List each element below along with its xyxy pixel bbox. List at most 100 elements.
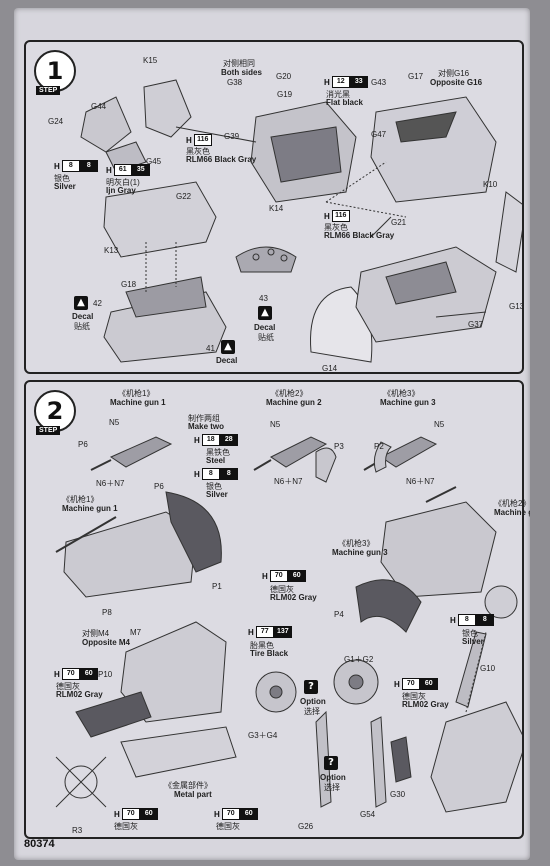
part-label: G22 [176,192,192,201]
part-label: G44 [91,102,107,111]
part-label: K13 [104,246,119,255]
color-name-en: RLM66 Black Gray [324,231,395,240]
color-name-en: RLM02 Gray [270,593,317,602]
part-label: G17 [408,72,424,81]
page-number: 80374 [24,838,55,850]
question-icon: ? [304,680,318,694]
color-name-en: RLM02 Gray [402,700,449,709]
color-name-cn: 黑灰色 [186,147,210,156]
part-label: G26 [298,822,314,831]
color-name-cn: 黑铁色 [206,448,230,457]
step-number-badge: 1 [34,50,76,92]
decal-label-cn: 贴纸 [258,333,274,342]
step-2-panel: 2 STEP 《机枪1》 Machine gun 1 《机枪2》 Machine… [24,380,530,839]
decal-number: 43 [259,294,268,303]
color-name-cn: 德国灰 [270,585,294,594]
part-label: N6＋N7 [406,477,435,486]
step-label: STEP [36,426,61,435]
part-label: G37 [468,320,484,329]
note-cn: 对侧相同 [223,59,255,68]
subassembly-title-cn: 《机枪2》 [271,389,308,398]
decal-label-en: Decal [216,356,238,365]
step-label: STEP [36,86,61,95]
note-cn: 制作两组 [188,414,220,423]
part-label: N5 [109,418,120,427]
decal-number: 41 [206,344,215,353]
decal-icon: ▲ [258,306,272,320]
part-label: G1＋G2 [344,655,374,664]
option-label-cn: 选择 [324,783,340,792]
decal-icon: ▲ [221,340,235,354]
part-label: N5 [270,420,281,429]
subassembly-title-en: Machine gun 2 [266,398,322,407]
option-label-en: Option [320,773,346,782]
part-label: G3＋G4 [248,731,278,740]
part-label: G19 [277,90,293,99]
option-label-en: Option [300,697,326,706]
part-label: G13 [509,302,525,311]
part-label: G38 [227,78,243,87]
subassembly-title-en: Machine gun 2 [494,508,530,517]
part-label: G39 [224,132,240,141]
color-name-en: Ijn Gray [106,186,136,195]
part-label: R3 [72,826,83,835]
decal-label-cn: 贴纸 [74,322,90,331]
subassembly-title-cn: 《机枪2》 [494,499,530,508]
part-label: G18 [121,280,137,289]
step-2-drawing [55,436,522,813]
part-label: K15 [143,56,158,65]
option-label-cn: 选择 [304,707,320,716]
color-name-en: Silver [206,490,228,499]
note-en: Opposite M4 [82,638,131,647]
part-label: G20 [276,72,292,81]
color-name-cn: 德国灰 [56,682,80,691]
part-label: N6＋N7 [96,479,125,488]
part-label: G21 [391,218,407,227]
color-name-cn: 明灰白(1) [106,178,140,187]
part-label: G54 [360,810,376,819]
part-label: G45 [146,157,162,166]
decal-label-en: Decal [254,323,276,332]
part-label: G30 [390,790,406,799]
part-label: G14 [322,364,338,373]
part-label: K10 [483,180,498,189]
color-name-cn: 黑灰色 [324,223,348,232]
part-label: P8 [102,608,112,617]
color-name-cn: 消光黑 [326,90,350,99]
part-label: P2 [374,442,384,451]
note-en: Metal part [174,790,212,799]
color-name-en: Silver [462,637,484,646]
subassembly-title-en: Machine gun 1 [110,398,166,407]
color-name-cn: 德国灰 [402,692,426,701]
part-label: G24 [48,117,64,126]
color-name-en: RLM02 Gray [56,690,103,699]
subassembly-title-en: Machine gun 3 [332,548,388,557]
color-name-cn: 德国灰 [114,822,138,831]
part-label: K14 [269,204,284,213]
color-name-cn: 胎黑色 [250,641,274,650]
note-en: Make two [188,422,225,431]
color-name-en: Steel [206,456,226,465]
subassembly-title-cn: 《机枪3》 [383,389,420,398]
step-number-badge: 2 [34,390,76,432]
note-cn: 对侧M4 [82,629,110,638]
part-label: G47 [371,130,387,139]
note-en: Opposite G16 [430,78,483,87]
decal-icon: ▲ [74,296,88,310]
part-label: G43 [371,78,387,87]
part-label: P6 [78,440,88,449]
color-name-en: Silver [54,182,76,191]
